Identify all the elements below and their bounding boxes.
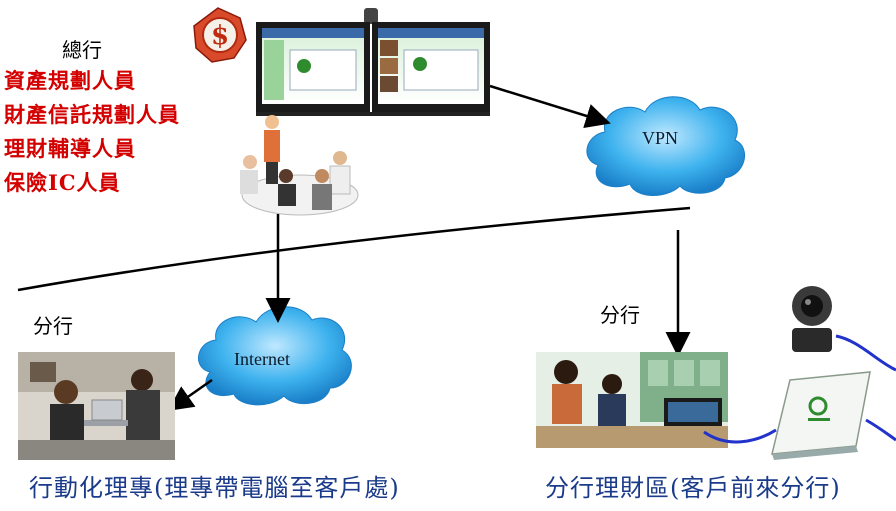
network-boundary-arc: [17, 206, 691, 292]
cable-camera: [835, 334, 896, 372]
right-branch-label: 分行: [600, 303, 640, 327]
arrow-hq-to-vpn: [489, 84, 611, 129]
vpn-label: VPN: [642, 128, 679, 148]
hq-roles-list: 資產規劃人員 財產信託規劃人員 理財輔導人員 保險IC人員: [4, 64, 180, 200]
headquarters-title: 總行: [62, 38, 102, 62]
arrow-internet-to-mobile: [167, 378, 213, 411]
hq-role: 保險IC人員: [4, 170, 121, 195]
hq-role: 財產信託規劃人員: [4, 102, 180, 127]
left-branch-label: 分行: [33, 314, 73, 338]
dollar-badge-icon: $: [193, 7, 247, 63]
branch-area-caption: 分行理財區(客戶前來分行): [545, 474, 841, 502]
hq-role: 資產規劃人員: [4, 68, 136, 93]
internet-label: Internet: [234, 349, 290, 369]
cable-device-right: [865, 418, 896, 442]
svg-text:$: $: [211, 21, 229, 51]
dual-monitor-icon: [256, 8, 490, 116]
cable-device: [703, 428, 777, 444]
hq-role: 理財輔導人員: [4, 136, 136, 161]
internet-cloud: [198, 306, 352, 406]
video-device-icon: [771, 371, 871, 460]
branch-office-photo: [536, 352, 728, 448]
mobile-consultant-photo: [18, 352, 175, 460]
meeting-people-icon: [240, 115, 359, 216]
mobile-consultant-caption: 行動化理專(理專帶電腦至客戶處): [29, 474, 400, 502]
ptz-camera-icon: [792, 286, 832, 352]
